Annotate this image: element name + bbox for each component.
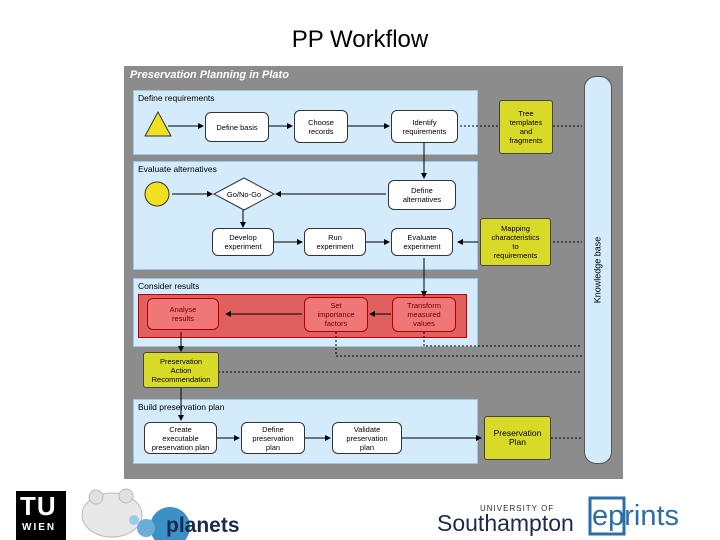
southampton-logo: Southampton — [437, 510, 574, 536]
tu-wien-bottom: WIEN — [22, 522, 57, 533]
bear-ear — [88, 489, 104, 505]
node-evaluate-experiment: Evaluate experiment — [391, 228, 453, 256]
node-preservation-plan: Preservation Plan — [484, 416, 551, 460]
stage-label: Define requirements — [138, 93, 215, 103]
start-triangle — [144, 110, 172, 137]
southampton-small: UNIVERSITY OF — [480, 504, 555, 513]
planet-circle — [150, 507, 190, 540]
stage-label: Consider results — [138, 281, 200, 291]
planet-circle — [129, 515, 139, 525]
node-identify-requirements: Identify requirements — [391, 110, 458, 143]
panel-title: Preservation Planning in Plato — [130, 69, 289, 81]
planet-circle — [137, 519, 155, 537]
tu-wien-top: TU — [20, 491, 57, 521]
node-run-experiment: Run experiment — [304, 228, 366, 256]
eprints-logo: eprints — [592, 500, 680, 532]
node-define-plan: Define preservation plan — [241, 422, 305, 454]
node-develop-experiment: Develop experiment — [212, 228, 274, 256]
bear-ear — [118, 488, 134, 504]
planets-logo-text: planets — [166, 514, 240, 537]
node-mapping: Mapping characteristics to requirements — [480, 218, 551, 266]
node-choose-records: Choose records — [294, 110, 348, 143]
slide-title: PP Workflow — [291, 26, 429, 53]
node-transform-values: Transform measured values — [392, 297, 456, 332]
stage-label: Evaluate alternatives — [138, 164, 217, 174]
tu-wien-logo: TU WIEN — [16, 491, 66, 540]
knowledge-base — [584, 76, 612, 464]
node-validate-plan: Validate preservation plan — [332, 422, 402, 454]
node-go-nogo: Go/No-Go — [226, 189, 262, 199]
node-create-plan: Create executable preservation plan — [144, 422, 217, 454]
eprints-frame — [588, 496, 626, 536]
node-define-alternatives: Define alternatives — [388, 180, 456, 210]
node-tree-templates: Tree templates and fragments — [499, 100, 553, 154]
node-set-importance: Set importance factors — [304, 297, 368, 332]
node-recommendation: Preservation Action Recommendation — [143, 352, 219, 388]
node-analyse-results: Analyse results — [147, 298, 219, 330]
start-circle — [144, 181, 170, 207]
node-define-basis: Define basis — [205, 112, 269, 142]
